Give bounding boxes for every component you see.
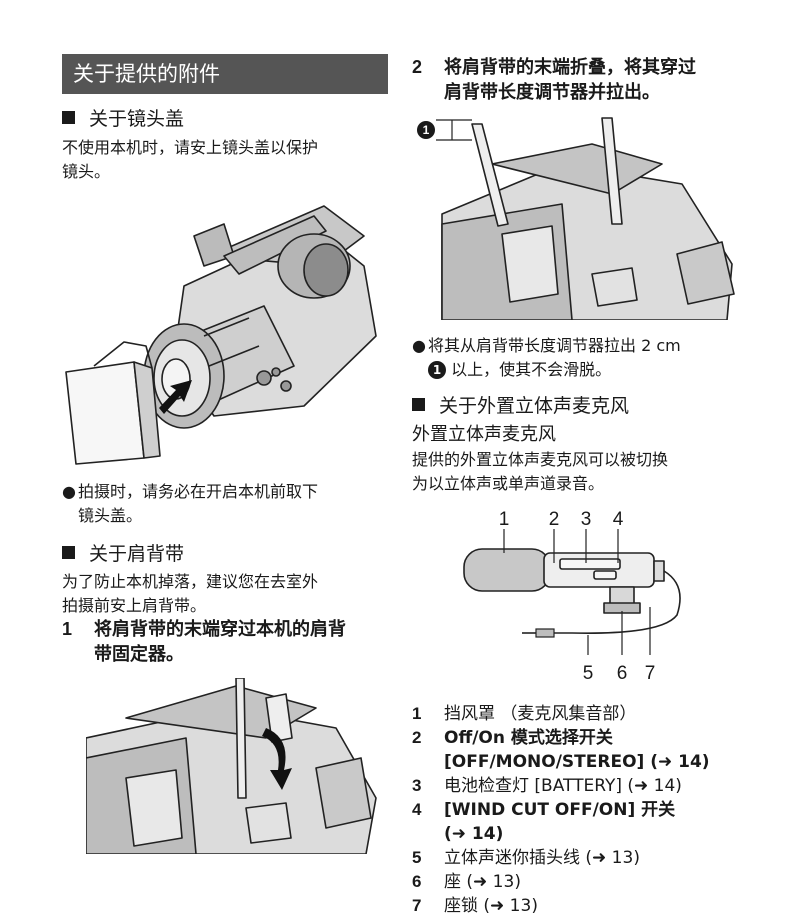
step-number: 2 [412,57,423,77]
list-item: 6 座 (➜ 13) [412,870,772,894]
lens-cap-heading-text: 关于镜头盖 [89,108,185,130]
square-bullet-icon [62,546,75,559]
part-text: 挡风罩 （麦克风集音部） [444,704,637,724]
part-text: 电池检查灯 [BATTERY] (➜ 14) [444,776,682,796]
mic-text: 提供的外置立体声麦克风可以被切换 为以立体声或单声道录音。 [412,448,668,496]
part-number: 6 [412,872,422,891]
mic-label-3: 3 [581,509,592,530]
step-number: 1 [62,619,73,639]
callout-number: 1 [423,123,430,137]
part-number: 1 [412,704,422,723]
list-item: 7 座锁 (➜ 13) [412,894,772,918]
lens-cap-bullet-line2: 镜头盖。 [78,506,143,525]
strap-step2-illustration: 1 [417,117,735,320]
list-item: 4 [WIND CUT OFF/ON] 开关 (➜ 14) [412,798,772,846]
part-number: 4 [412,800,422,819]
lens-cap-text-line1: 不使用本机时，请安上镜头盖以保护 [62,138,319,157]
lens-cap-text: 不使用本机时，请安上镜头盖以保护 镜头。 [62,136,318,184]
strap-text-line1: 为了防止本机掉落，建议您在去室外 [62,572,319,591]
list-item: 2 Off/On 模式选择开关 [OFF/MONO/STEREO] (➜ 14) [412,726,772,774]
list-item: 1 挡风罩 （麦克风集音部） [412,702,772,726]
part-text: [WIND CUT OFF/ON] 开关 [444,800,676,820]
step2-line2: 肩背带长度调节器并拉出。 [444,82,660,103]
mic-label-2: 2 [549,509,560,530]
section-title: 关于提供的附件 [62,54,388,94]
part-text: 座锁 (➜ 13) [444,896,538,916]
mic-text-line2: 为以立体声或单声道录音。 [412,474,605,493]
microphone-diagram: 1 2 3 4 5 6 7 [463,509,681,684]
mic-label-6: 6 [617,663,628,684]
part-text: Off/On 模式选择开关 [444,728,613,748]
part-number: 3 [412,776,422,795]
lens-cap-bullet: ● 拍摄时，请务必在开启本机前取下 镜头盖。 [62,480,388,528]
mic-label-1: 1 [499,509,510,530]
mic-heading: 关于外置立体声麦克风 [412,393,629,419]
lens-cap-text-line2: 镜头。 [62,162,111,181]
part-number: 2 [412,728,422,747]
strap-bullet: ● 将其从肩背带长度调节器拉出 2 cm 1 以上，使其不会滑脱。 [412,334,752,382]
mic-label-5: 5 [583,663,594,684]
mic-subheading: 外置立体声麦克风 [412,424,556,445]
part-text: 立体声迷你插头线 (➜ 13) [444,848,640,868]
lens-cap-bullet-line1: 拍摄时，请务必在开启本机前取下 [78,482,319,501]
strap-step-1: 1 将肩背带的末端穿过本机的肩背 带固定器。 [62,617,388,667]
circled-number-icon: 1 [428,361,446,379]
part-number: 5 [412,848,422,867]
part-text-line2: [OFF/MONO/STEREO] (➜ 14) [444,752,710,772]
square-bullet-icon [412,398,425,411]
strap-text: 为了防止本机掉落，建议您在去室外 拍摄前安上肩背带。 [62,570,318,618]
strap-step-2: 2 将肩背带的末端折叠，将其穿过 肩背带长度调节器并拉出。 [412,55,752,105]
part-text-line2: (➜ 14) [444,824,504,844]
list-item: 3 电池检查灯 [BATTERY] (➜ 14) [412,774,772,798]
strap-bullet-line2: 以上，使其不会滑脱。 [451,360,612,379]
part-number: 7 [412,896,422,915]
mic-label-4: 4 [613,509,624,530]
mic-label-7: 7 [645,663,656,684]
part-text: 座 (➜ 13) [444,872,521,892]
mic-parts-list: 1 挡风罩 （麦克风集音部） 2 Off/On 模式选择开关 [OFF/MONO… [412,702,772,918]
step1-line2: 带固定器。 [94,644,184,665]
lens-cap-heading: 关于镜头盖 [62,106,184,132]
strap-text-line2: 拍摄前安上肩背带。 [62,596,207,615]
strap-bullet-line1: 将其从肩背带长度调节器拉出 2 cm [428,336,681,355]
strap-heading-text: 关于肩背带 [89,543,185,565]
camera-lens-cap-illustration [65,205,377,465]
step1-line1: 将肩背带的末端穿过本机的肩背 [94,619,346,640]
mic-heading-text: 关于外置立体声麦克风 [439,395,630,417]
list-item: 5 立体声迷你插头线 (➜ 13) [412,846,772,870]
strap-step1-illustration [86,678,377,854]
step2-line1: 将肩背带的末端折叠，将其穿过 [444,57,696,78]
strap-heading: 关于肩背带 [62,541,184,567]
square-bullet-icon [62,111,75,124]
mic-text-line1: 提供的外置立体声麦克风可以被切换 [412,450,669,469]
